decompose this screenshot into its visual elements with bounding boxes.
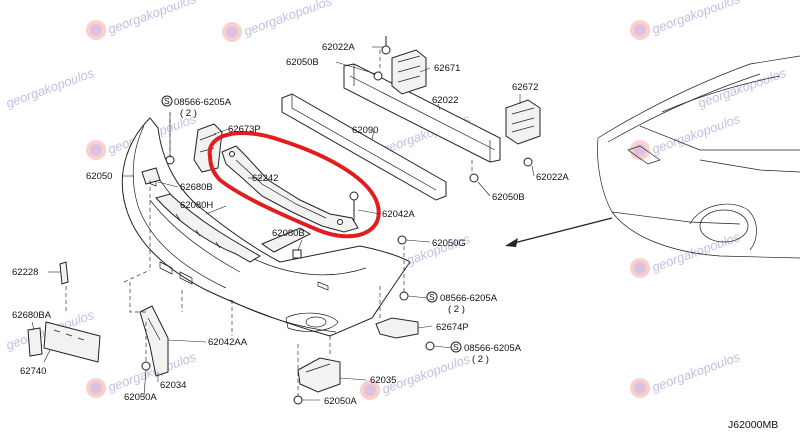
- watermark-text: georgakopoulos: [106, 0, 199, 37]
- label-62673P: 62673P: [228, 124, 261, 135]
- label-62680BA: 62680BA: [12, 310, 52, 321]
- label-08566-c: 08566-6205A: [464, 343, 522, 354]
- label-62080H: 62080H: [180, 200, 213, 211]
- bolt-symbol-text: S: [453, 342, 459, 352]
- energy-absorber-62090: [281, 93, 447, 201]
- watermark-text: georgakopoulos: [380, 351, 473, 397]
- label-62050A-left: 62050A: [124, 392, 157, 403]
- label-62042AA: 62042AA: [208, 337, 248, 348]
- direction-arrow-icon: [505, 217, 613, 247]
- bolt-icon: [381, 36, 391, 55]
- label-62022A-top: 62022A: [322, 42, 355, 53]
- watermark-logo-icon: georgakopoulos: [86, 0, 198, 40]
- bolt-icon: [141, 361, 151, 371]
- bolt-icon: [373, 71, 383, 81]
- plate-bracket-62740: [43, 321, 101, 363]
- watermark-text: georgakopoulos: [696, 65, 789, 111]
- bracket-62035: [297, 357, 341, 393]
- watermark-text: georgakopoulos: [4, 65, 97, 111]
- bracket-62672: [505, 99, 541, 145]
- watermark-logo-icon: georgakopoulos: [696, 65, 789, 111]
- label-62034: 62034: [160, 380, 186, 391]
- label-08566-b-qty: ( 2 ): [448, 304, 465, 315]
- label-62740: 62740: [20, 366, 46, 377]
- label-62090: 62090: [352, 125, 378, 136]
- watermark-text: georgakopoulos: [650, 349, 743, 395]
- bolt-icon: [397, 235, 407, 245]
- label-62050B-top: 62050B: [286, 57, 319, 68]
- reinforcement-62242: [221, 145, 359, 233]
- watermark-logo-icon: georgakopoulos: [630, 349, 742, 398]
- label-62022: 62022: [432, 95, 458, 106]
- label-62050: 62050: [86, 171, 112, 182]
- label-62242: 62242: [252, 173, 278, 184]
- label-62050A-bottom: 62050A: [324, 396, 357, 407]
- bracket-62673P: [193, 123, 223, 173]
- label-62050G: 62050G: [432, 238, 466, 249]
- label-62022A-right: 62022A: [536, 172, 569, 183]
- bracket-62034: [139, 305, 169, 377]
- label-62671: 62671: [434, 63, 460, 74]
- diagram-code: J62000MB: [728, 419, 778, 431]
- part-labels: 62022A 62050B 62671 62672 62022 08566-62…: [12, 42, 778, 431]
- bolt-symbol-text: S: [429, 292, 435, 302]
- bolt-symbol-icon: S: [426, 291, 438, 303]
- bolt-icon: [469, 173, 479, 183]
- label-62035: 62035: [370, 375, 396, 386]
- label-62050B-right: 62050B: [492, 192, 525, 203]
- car-silhouette: [597, 55, 800, 259]
- bolt-icon: [349, 191, 359, 222]
- assembly-lines: [65, 50, 473, 396]
- watermark-text: georgakopoulos: [650, 229, 743, 275]
- label-62042A: 62042A: [382, 209, 415, 220]
- watermark-logo-icon: georgakopoulos: [4, 65, 97, 111]
- retainer-62080B: [260, 227, 312, 259]
- watermark-logo-icon: georgakopoulos: [630, 229, 742, 278]
- clip-62228: [59, 261, 69, 285]
- watermark-text: georgakopoulos: [650, 0, 743, 37]
- bolt-symbol-text: S: [164, 96, 170, 106]
- bracket-62680BA: [27, 327, 43, 357]
- bolt-symbol-icon: S: [450, 341, 462, 353]
- bracket-62671: [391, 49, 427, 95]
- bracket-62680B: [141, 167, 161, 185]
- bracket-62674P: [375, 317, 419, 339]
- label-08566-c-qty: ( 2 ): [472, 354, 489, 365]
- label-62672: 62672: [512, 82, 538, 93]
- label-62228: 62228: [12, 267, 38, 278]
- leader-lines: [31, 46, 535, 401]
- label-62080B: 62080B: [272, 228, 305, 239]
- label-08566-b: 08566-6205A: [440, 293, 498, 304]
- label-62674P: 62674P: [436, 322, 469, 333]
- watermark-logo-icon: georgakopoulos: [630, 111, 742, 160]
- highlight-ring: [207, 131, 381, 239]
- label-62680B: 62680B: [180, 182, 213, 193]
- watermark-text: georgakopoulos: [242, 0, 335, 39]
- bolt-icon: [399, 291, 409, 301]
- bolt-icon: [293, 395, 303, 405]
- watermark-logo-icon: georgakopoulos: [630, 0, 742, 40]
- bolt-icon: [523, 157, 533, 167]
- retainer-62080H: [155, 193, 261, 263]
- watermark-logo-icon: georgakopoulos: [222, 0, 334, 42]
- label-08566-a-qty: ( 2 ): [180, 108, 197, 119]
- bolt-icon: [425, 341, 435, 351]
- label-08566-a: 08566-6205A: [174, 97, 232, 108]
- reinforcement-beam-62022: [343, 63, 501, 163]
- bolt-symbol-icon: S: [161, 95, 173, 107]
